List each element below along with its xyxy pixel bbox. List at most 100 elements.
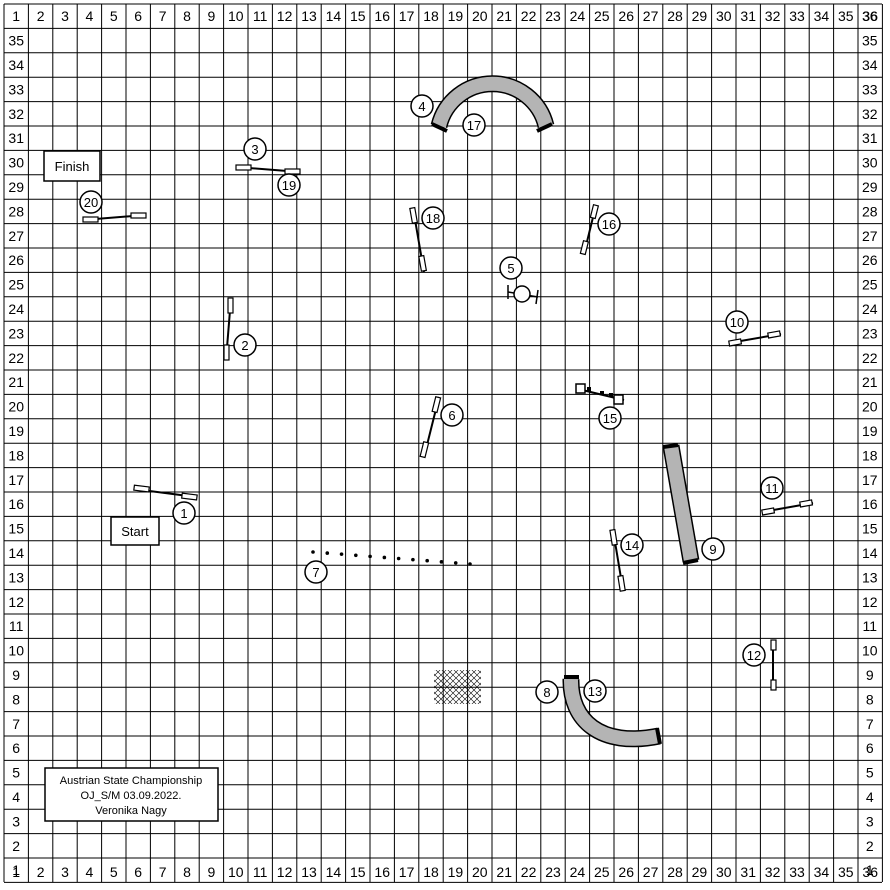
weave-pole <box>368 554 372 559</box>
y-axis-tick-label: 31 <box>8 130 24 146</box>
y-axis-tick-label: 7 <box>12 716 20 732</box>
x-axis-tick-label: 1 <box>12 864 20 880</box>
x-axis-tick-label: 27 <box>643 864 659 880</box>
number-marker-1: 1 <box>172 501 196 525</box>
y-axis-tick-label: 2 <box>12 838 20 854</box>
grid-lines <box>3 3 883 883</box>
x-axis-tick-label: 33 <box>789 864 805 880</box>
x-axis-tick-label: 17 <box>399 864 415 880</box>
weave-poles-7 <box>311 550 472 566</box>
x-axis-tick-label: 2 <box>37 8 45 24</box>
y-axis-tick-label: 8 <box>866 691 874 707</box>
jump-6 <box>419 395 442 459</box>
y-axis-tick-label: 32 <box>8 106 24 122</box>
x-axis-tick-label: 36 <box>862 864 878 880</box>
svg-text:5: 5 <box>507 261 514 276</box>
x-axis-tick-label: 9 <box>208 864 216 880</box>
x-axis-tick-label: 12 <box>277 864 293 880</box>
start-box: Start <box>110 516 160 546</box>
x-axis-tick-label: 10 <box>228 8 244 24</box>
y-axis-tick-label: 14 <box>8 545 24 561</box>
x-axis-tick-label: 12 <box>277 8 293 24</box>
x-axis-tick-label: 1 <box>12 8 20 24</box>
y-axis-tick-label: 6 <box>866 740 874 756</box>
number-marker-19: 19 <box>277 173 301 197</box>
jump-10 <box>728 330 782 347</box>
x-axis-tick-label: 2 <box>37 864 45 880</box>
y-axis-tick-label: 36 <box>862 8 878 24</box>
x-axis-tick-label: 16 <box>374 864 390 880</box>
svg-text:18: 18 <box>426 211 440 226</box>
jump-18 <box>409 206 428 273</box>
y-axis-tick-label: 22 <box>862 350 878 366</box>
y-axis-tick-label: 16 <box>8 496 24 512</box>
y-axis-tick-label: 29 <box>8 179 24 195</box>
x-axis-tick-label: 26 <box>618 864 634 880</box>
y-axis-tick-label: 7 <box>866 716 874 732</box>
x-axis-tick-label: 28 <box>667 8 683 24</box>
y-axis-tick-label: 15 <box>8 521 24 537</box>
jump-2 <box>223 297 234 361</box>
x-axis-tick-label: 25 <box>594 864 610 880</box>
x-axis-tick-label: 5 <box>110 864 118 880</box>
x-axis-tick-label: 19 <box>448 8 464 24</box>
x-axis-tick-label: 35 <box>838 8 854 24</box>
y-axis-left-labels: 3534333231302928272625242322212019181716… <box>8 33 24 879</box>
y-axis-tick-label: 17 <box>8 472 24 488</box>
y-axis-tick-label: 5 <box>866 765 874 781</box>
y-axis-tick-label: 14 <box>862 545 878 561</box>
number-marker-13: 13 <box>583 679 607 703</box>
weave-pole <box>453 561 458 565</box>
svg-text:15: 15 <box>603 411 617 426</box>
y-axis-tick-label: 19 <box>8 423 24 439</box>
number-marker-9: 9 <box>701 537 725 561</box>
info-title: Austrian State Championship <box>60 775 202 787</box>
y-axis-tick-label: 26 <box>862 252 878 268</box>
y-axis-tick-label: 2 <box>866 838 874 854</box>
y-axis-tick-label: 34 <box>8 57 24 73</box>
svg-text:7: 7 <box>312 565 319 580</box>
x-axis-tick-label: 35 <box>838 864 854 880</box>
weave-pole <box>439 560 444 564</box>
y-axis-tick-label: 18 <box>862 447 878 463</box>
svg-text:20: 20 <box>84 195 98 210</box>
y-axis-tick-label: 35 <box>862 33 878 49</box>
y-axis-tick-label: 11 <box>863 618 878 634</box>
x-axis-tick-label: 34 <box>814 864 830 880</box>
y-axis-tick-label: 34 <box>862 57 878 73</box>
y-axis-tick-label: 12 <box>8 594 24 610</box>
y-axis-tick-label: 22 <box>8 350 24 366</box>
number-marker-6: 6 <box>440 403 464 427</box>
info-class-date: OJ_S/M 03.09.2022. <box>81 790 182 802</box>
y-axis-tick-label: 25 <box>862 277 878 293</box>
svg-text:19: 19 <box>282 178 296 193</box>
y-axis-tick-label: 13 <box>862 569 878 585</box>
number-marker-8: 8 <box>535 680 559 704</box>
x-axis-tick-label: 6 <box>134 864 142 880</box>
svg-text:2: 2 <box>241 338 248 353</box>
number-marker-14: 14 <box>620 533 644 557</box>
y-axis-tick-label: 24 <box>8 301 24 317</box>
y-axis-tick-label: 21 <box>862 374 878 390</box>
weave-pole <box>468 562 472 566</box>
weave-pole <box>411 557 415 562</box>
y-axis-tick-label: 20 <box>862 399 878 415</box>
y-axis-tick-label: 1 <box>866 862 874 878</box>
x-axis-tick-label: 11 <box>253 8 268 24</box>
number-marker-4: 4 <box>410 94 434 118</box>
x-axis-tick-label: 8 <box>183 8 191 24</box>
x-axis-tick-label: 20 <box>472 864 488 880</box>
x-axis-tick-label: 16 <box>374 8 390 24</box>
jump-14 <box>609 528 626 592</box>
svg-text:17: 17 <box>467 118 481 133</box>
y-axis-tick-label: 33 <box>8 81 24 97</box>
x-axis-tick-label: 18 <box>423 8 439 24</box>
y-axis-tick-label: 18 <box>8 447 24 463</box>
x-axis-tick-label: 28 <box>667 864 683 880</box>
x-axis-tick-label: 14 <box>326 864 342 880</box>
y-axis-tick-label: 19 <box>862 423 878 439</box>
x-axis-tick-label: 13 <box>301 8 317 24</box>
